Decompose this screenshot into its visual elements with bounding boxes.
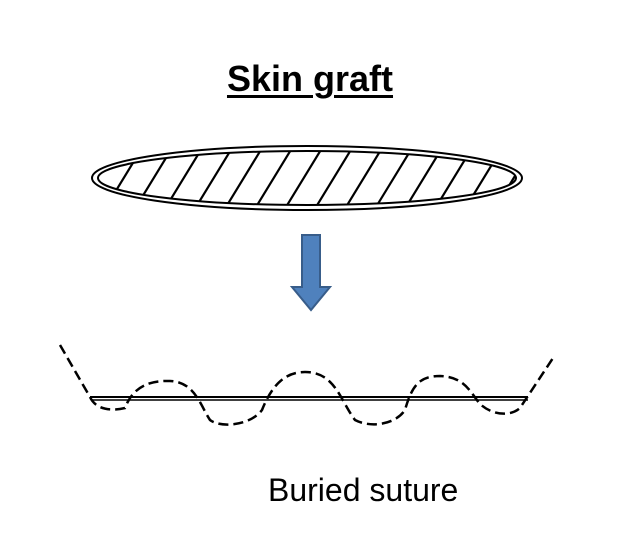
diagram-caption: Buried suture [268, 472, 459, 508]
graft-hatching [98, 151, 516, 205]
diagram-title: Skin graft [226, 58, 394, 99]
buried-suture-icon [58, 344, 557, 426]
wound-bed-line [90, 396, 528, 401]
skin-graft-ellipse-icon [91, 145, 523, 211]
down-arrow-icon [289, 234, 333, 312]
